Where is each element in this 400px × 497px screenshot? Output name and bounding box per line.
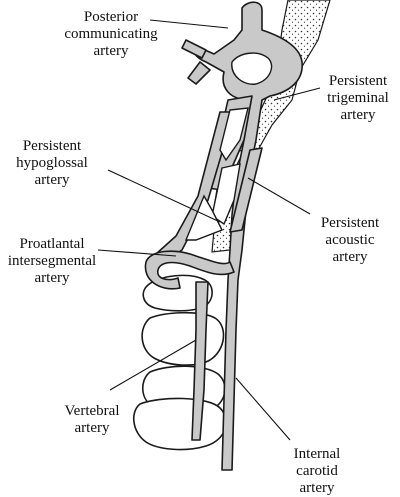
vertebral-artery bbox=[191, 281, 209, 441]
vessel-window-3 bbox=[211, 163, 241, 226]
label-persistent-hypoglossal: Persistent hypoglossal artery bbox=[16, 138, 88, 188]
leader-persistent-hypoglossal bbox=[107, 169, 221, 223]
vessel-window-1 bbox=[231, 52, 273, 85]
basilar-vessel-network bbox=[192, 1, 303, 471]
leader-proatlantal bbox=[97, 249, 177, 257]
label-vertebral: Vertebral artery bbox=[64, 403, 120, 436]
vessel-window-4 bbox=[184, 194, 223, 241]
leader-internal-carotid bbox=[235, 377, 291, 441]
leader-vertebral bbox=[109, 339, 197, 391]
leader-persistent-trigeminal bbox=[273, 87, 321, 101]
acoustic-branch bbox=[229, 147, 263, 233]
vessel-window-2 bbox=[219, 107, 249, 162]
label-persistent-acoustic: Persistent acoustic artery bbox=[320, 215, 380, 265]
top-branch-upper bbox=[181, 39, 207, 59]
vertebra-c2 bbox=[141, 311, 225, 366]
label-internal-carotid: Internal carotid artery bbox=[293, 446, 341, 496]
label-persistent-trigeminal: Persistent trigeminal artery bbox=[327, 73, 389, 123]
leader-persistent-acoustic bbox=[247, 177, 311, 215]
label-posterior-communicating: Posterior communicating artery bbox=[64, 9, 158, 59]
label-proatlantal: Proatlantal intersegmental artery bbox=[7, 236, 97, 286]
proatlantal-loop bbox=[144, 250, 235, 290]
top-branch-left bbox=[187, 61, 211, 85]
vertebra-c4 bbox=[133, 397, 227, 451]
leader-posterior-communicating bbox=[149, 19, 229, 29]
